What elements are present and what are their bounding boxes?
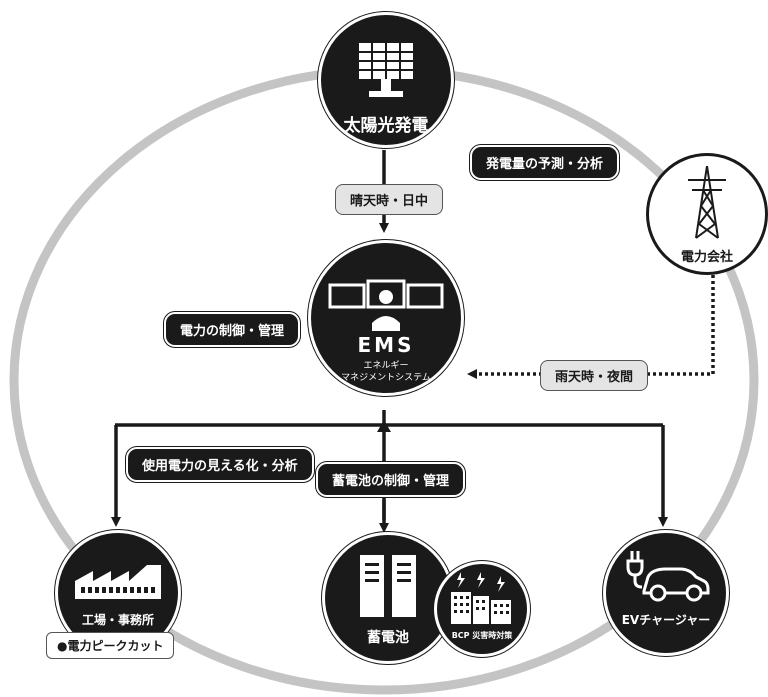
- ems-subtitle-2: マネジメントシステム: [341, 373, 431, 383]
- bcp-node: BCP 災害時対策: [434, 561, 530, 657]
- battery-control-label: 蓄電池の制御・管理: [316, 462, 466, 497]
- solar-node: 太陽光発電: [318, 12, 454, 148]
- utility-label: 電力会社: [680, 250, 733, 265]
- utility-node: 電力会社: [646, 153, 768, 275]
- bcp-buildings-icon: [451, 572, 511, 624]
- forecast-analysis-label: 発電量の予測・分析: [470, 145, 620, 180]
- battery-label: 蓄電池: [367, 630, 409, 646]
- power-control-label: 電力の制御・管理: [164, 312, 301, 347]
- peak-cut-label: ●電力ピークカット: [46, 632, 175, 659]
- ev-charger-label: EVチャージャー: [621, 613, 711, 627]
- factory-icon: [75, 565, 161, 599]
- ems-node: EMS エネルギー マネジメントシステム: [308, 240, 464, 396]
- monitor-operator-icon: [328, 279, 444, 331]
- power-tower-icon: [688, 165, 726, 239]
- battery-node: 蓄電池: [322, 532, 454, 664]
- rainy-night-label: 雨天時・夜間: [540, 360, 649, 391]
- solar-label: 太陽光発電: [343, 116, 429, 136]
- usage-visualization-label: 使用電力の見える化・分析: [126, 447, 314, 482]
- factory-label: 工場・事務所: [81, 613, 154, 627]
- ev-charger-node: EVチャージャー: [603, 530, 729, 656]
- bcp-label: BCP 災害時対策: [451, 631, 513, 640]
- ems-title: EMS: [357, 333, 415, 357]
- battery-icon: [360, 555, 416, 617]
- ems-subtitle-1: エネルギー: [363, 361, 409, 371]
- ev-car-icon: [626, 551, 710, 602]
- solar-panel-icon: [359, 43, 413, 97]
- sunny-daytime-label: 晴天時・日中: [335, 184, 444, 215]
